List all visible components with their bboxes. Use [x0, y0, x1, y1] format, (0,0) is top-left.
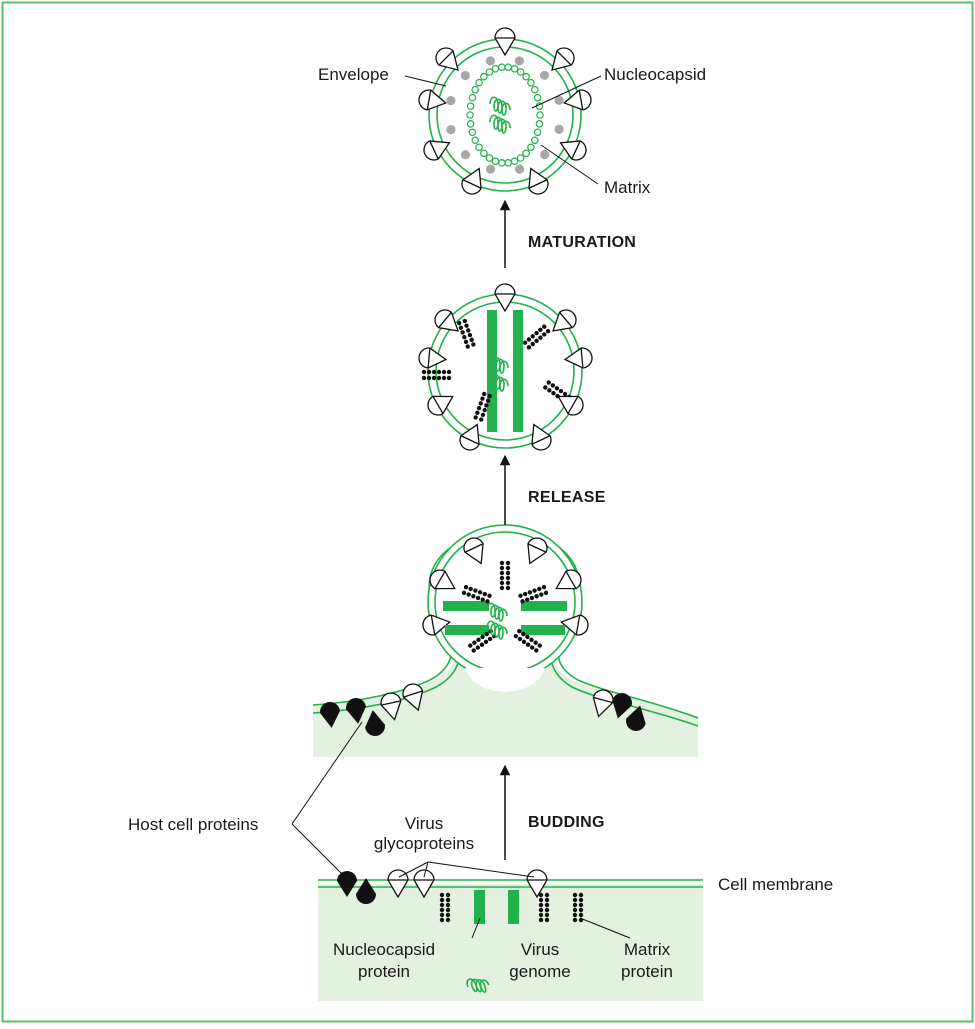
matrix-dot — [515, 164, 525, 174]
nucleocapsid-bead — [533, 93, 542, 102]
matrix-dot — [460, 150, 471, 160]
nucleocapsid-protein-label-2: protein — [358, 962, 410, 981]
budding-stage — [312, 524, 699, 757]
nucleocapsid-bead — [485, 154, 494, 162]
nucleocapsid-bead — [480, 72, 488, 81]
nucleocapsid-bead — [485, 68, 494, 76]
nucleocapsid-bead — [468, 128, 477, 137]
nucleocapsid-bead — [516, 68, 525, 76]
matrix-label: Matrix — [604, 178, 651, 197]
matrix-dot — [554, 124, 564, 134]
nucleocapsid-protein-bar — [487, 310, 497, 432]
envelope-label: Envelope — [318, 65, 389, 84]
nucleocapsid-bead — [530, 85, 539, 94]
nucleocapsid-bead — [466, 111, 474, 119]
nucleocapsid-protein-bar — [508, 890, 519, 924]
nucleocapsid-bead — [522, 72, 530, 81]
nucleocapsid-bead — [491, 157, 500, 166]
matrix-dot — [486, 164, 496, 174]
nucleocapsid-label: Nucleocapsid — [604, 65, 706, 84]
nucleocapsid-bead — [510, 65, 519, 73]
nucleocapsid-bead — [516, 154, 525, 162]
nucleocapsid-bead — [527, 78, 535, 87]
matrix-dot — [514, 56, 525, 66]
nucleocapsid-bead — [466, 120, 475, 128]
nucleocapsid-bead — [475, 143, 483, 152]
released-virion — [417, 283, 594, 454]
nucleocapsid-protein-bar — [521, 601, 567, 611]
maturation-label: MATURATION — [528, 234, 636, 251]
nucleocapsid-bead — [475, 78, 483, 87]
matrix-dot — [540, 149, 550, 160]
matrix-dot — [446, 96, 456, 106]
virus-glycoproteins-label-1: Virus — [405, 814, 443, 833]
nucleocapsid-bead — [504, 159, 513, 167]
host-cell-proteins-label: Host cell proteins — [128, 815, 258, 834]
nucleocapsid-bead — [466, 102, 475, 111]
virus-genome-label-1: Virus — [521, 940, 559, 959]
matrix-protein-label-2: protein — [621, 962, 673, 981]
matrix-dot — [554, 95, 564, 105]
matrix-dot — [539, 70, 550, 80]
nucleocapsid-bead — [533, 128, 542, 137]
nucleocapsid-bead — [491, 65, 500, 73]
nucleocapsid-bead — [480, 149, 488, 158]
nucleocapsid-protein-bar — [445, 625, 489, 635]
virus-glycoproteins-label-2: glycoproteins — [374, 834, 474, 853]
nucleocapsid-bead — [471, 85, 480, 94]
matrix-dot — [446, 125, 456, 135]
matrix-dot — [485, 56, 495, 66]
nucleocapsid-protein-bar — [513, 310, 523, 432]
mature-virion — [416, 27, 594, 198]
nucleocapsid-bead — [527, 143, 535, 152]
release-label: RELEASE — [528, 489, 606, 506]
nucleocapsid-bead — [522, 149, 530, 158]
nucleocapsid-bead — [497, 63, 506, 71]
nucleocapsid-bead — [535, 120, 544, 128]
nucleocapsid-protein-label-1: Nucleocapsid — [333, 940, 435, 959]
nucleocapsid-bead — [504, 63, 513, 71]
matrix-protein-label-1: Matrix — [624, 940, 671, 959]
nucleocapsid-bead — [497, 159, 506, 167]
nucleocapsid-protein-bar — [521, 625, 565, 635]
nucleocapsid-bead — [471, 136, 480, 145]
host-protein-icon — [356, 878, 376, 904]
cell-membrane-section — [318, 869, 703, 1001]
nucleocapsid-protein-bar — [474, 890, 485, 924]
virus-genome-label-2: genome — [509, 962, 570, 981]
nucleocapsid-bead — [530, 136, 539, 145]
cell-membrane-label: Cell membrane — [718, 875, 833, 894]
nucleocapsid-protein-bar — [443, 601, 489, 611]
nucleocapsid-bead — [510, 157, 519, 166]
nucleocapsid-bead — [536, 111, 544, 119]
budding-label: BUDDING — [528, 814, 605, 831]
nucleocapsid-ring — [466, 63, 544, 167]
matrix-dot — [460, 70, 470, 81]
callouts — [291, 75, 631, 939]
nucleocapsid-bead — [468, 93, 477, 102]
matrix-dots — [446, 56, 564, 174]
